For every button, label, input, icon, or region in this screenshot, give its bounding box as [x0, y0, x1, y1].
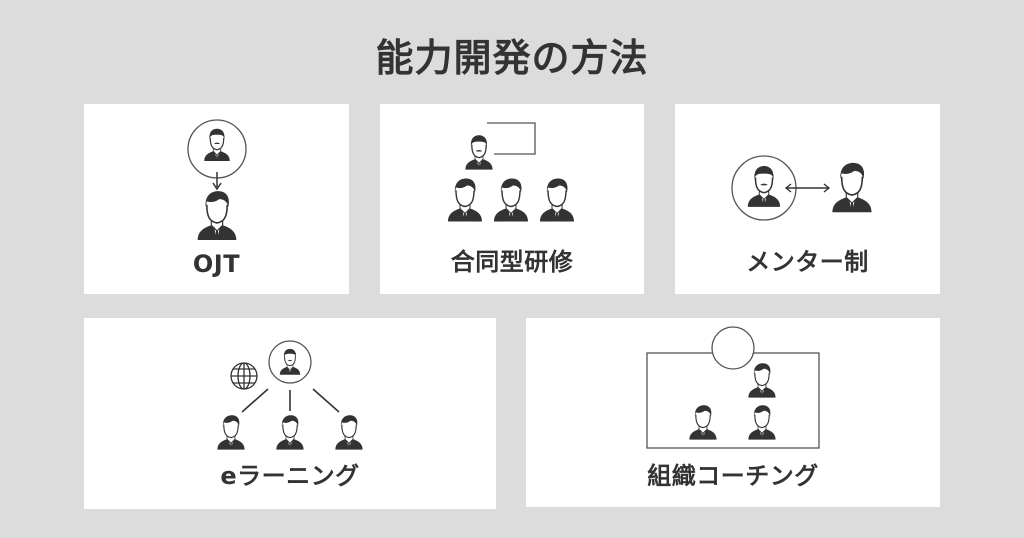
card-organization-coaching: 組織コーチング [526, 318, 940, 507]
globe-icon [230, 362, 258, 390]
online-learning-network-icon [216, 340, 364, 450]
card-label-e-learning: eラーニング [220, 462, 360, 490]
card-label-joint-training: 合同型研修 [450, 248, 574, 276]
lecturer-and-group-icon [447, 122, 575, 222]
card-e-learning: eラーニング [84, 318, 496, 509]
card-label-ojt: OJT [192, 250, 241, 278]
card-label-mentor-system: メンター制 [746, 248, 869, 276]
mentor-bidirectional-icon [731, 155, 873, 221]
organization-coaching-icon [646, 326, 820, 449]
card-joint-training: 合同型研修 [380, 104, 644, 294]
card-label-organization-coaching: 組織コーチング [647, 462, 819, 490]
page-title: 能力開発の方法 [375, 36, 649, 80]
mentor-to-trainee-arrow-icon [187, 119, 247, 240]
card-mentor-system: メンター制 [675, 104, 940, 294]
card-ojt: OJT [84, 104, 349, 294]
